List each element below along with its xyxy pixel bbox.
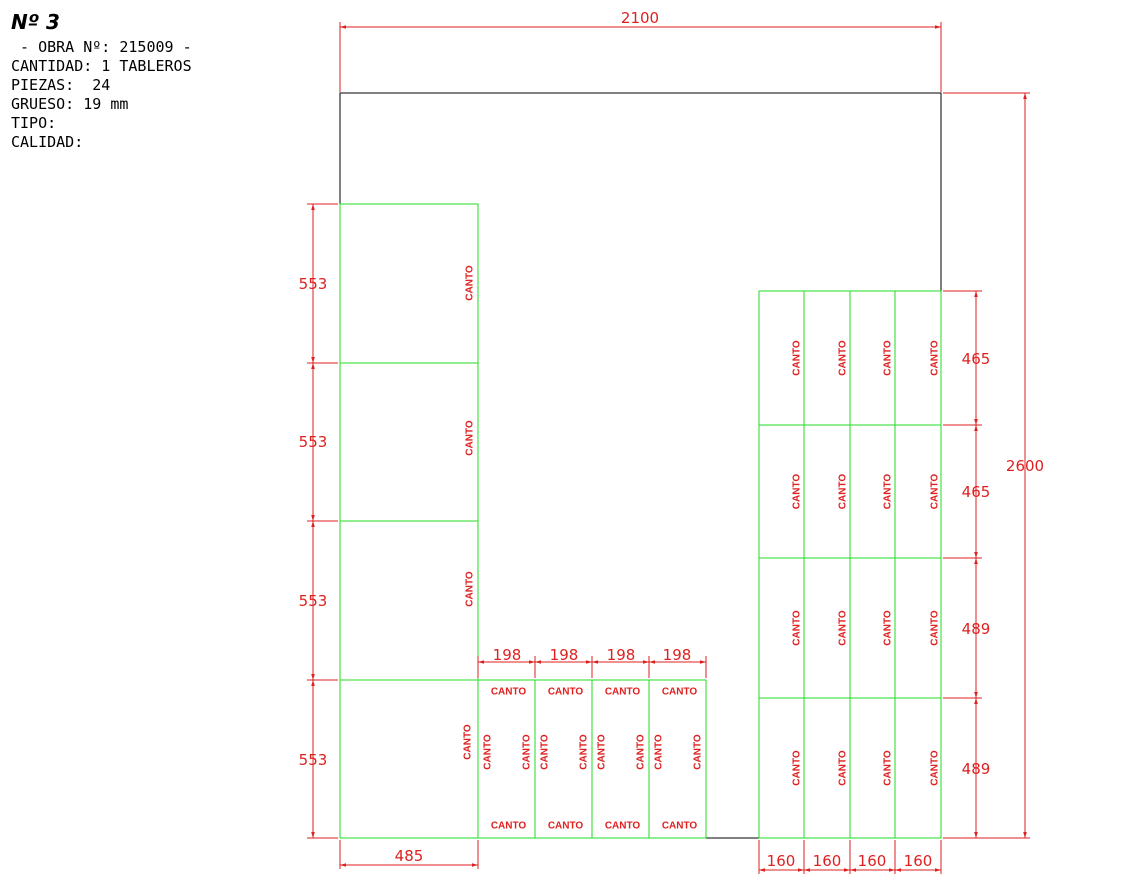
canto-small-left-3: CANTO [597, 734, 608, 770]
canto-small-left-4: CANTO [654, 734, 665, 770]
dim-board-width: 2100 [621, 9, 659, 27]
canto-small-bottom-4: CANTO [662, 821, 698, 832]
canto-right-r3-c2: CANTO [838, 610, 849, 646]
piece-left-1 [339, 203, 479, 364]
dimension-texts-layer: 2100 2600 553 553 553 553 485 198 198 19… [299, 9, 1044, 870]
canto-right-r4-c4: CANTO [930, 750, 941, 786]
canto-small-bottom-1: CANTO [491, 821, 527, 832]
dim-small-col-3: 198 [607, 646, 636, 664]
dim-right-row-2: 465 [962, 483, 991, 501]
canto-right-r2-c2: CANTO [838, 474, 849, 510]
canto-right-r4-c1: CANTO [792, 750, 803, 786]
canto-right-r2-c1: CANTO [792, 474, 803, 510]
dim-right-col-1: 160 [767, 852, 796, 870]
canto-small-top-2: CANTO [548, 687, 584, 698]
canto-right-r2-c3: CANTO [883, 474, 894, 510]
canto-right-r1-c2: CANTO [838, 340, 849, 376]
header-line-obra: - OBRA Nº: 215009 - [11, 38, 192, 56]
canto-right-r1-c1: CANTO [792, 340, 803, 376]
canto-small-right-2: CANTO [579, 734, 590, 770]
canto-left-4: CANTO [463, 724, 474, 760]
dim-small-col-4: 198 [663, 646, 692, 664]
canto-small-top-1: CANTO [491, 687, 527, 698]
dim-right-row-4: 489 [962, 760, 991, 778]
pieces-layer [339, 203, 942, 839]
canto-small-top-4: CANTO [662, 687, 698, 698]
canto-right-r4-c2: CANTO [838, 750, 849, 786]
canto-small-right-1: CANTO [522, 734, 533, 770]
canto-small-right-3: CANTO [636, 734, 647, 770]
dimensions-layer [307, 22, 1030, 874]
dim-right-col-2: 160 [813, 852, 842, 870]
canto-left-1: CANTO [465, 265, 476, 301]
dim-right-row-1: 465 [962, 350, 991, 368]
canto-right-r4-c3: CANTO [883, 750, 894, 786]
canto-small-left-1: CANTO [483, 734, 494, 770]
canto-right-r1-c4: CANTO [930, 340, 941, 376]
piece-small-4 [648, 679, 707, 839]
dim-small-col-2: 198 [550, 646, 579, 664]
canto-small-left-2: CANTO [540, 734, 551, 770]
dim-right-col-3: 160 [858, 852, 887, 870]
canto-small-bottom-3: CANTO [605, 821, 641, 832]
canto-labels-layer: CANTO CANTO CANTO CANTO CANTO CANTO CANTO CANTO… [463, 265, 941, 832]
header-line-tipo: TIPO: [11, 114, 57, 132]
board-outline [339, 92, 942, 839]
header-line-grueso: GRUESO: 19 mm [11, 95, 129, 113]
dim-board-height: 2600 [1006, 457, 1044, 475]
sheet-title: Nº 3 [11, 10, 60, 34]
canto-right-r3-c3: CANTO [883, 610, 894, 646]
piece-right-r4-c4 [894, 697, 942, 839]
dim-right-row-3: 489 [962, 620, 991, 638]
canto-right-r3-c1: CANTO [792, 610, 803, 646]
dim-right-col-4: 160 [904, 852, 933, 870]
canto-small-top-3: CANTO [605, 687, 641, 698]
canto-right-r3-c4: CANTO [930, 610, 941, 646]
piece-left-2 [339, 362, 479, 522]
dim-left-row-1: 553 [299, 275, 328, 293]
canto-left-2: CANTO [465, 420, 476, 456]
canto-right-r1-c3: CANTO [883, 340, 894, 376]
canto-right-r2-c4: CANTO [930, 474, 941, 510]
canto-small-bottom-2: CANTO [548, 821, 584, 832]
dim-left-row-4: 553 [299, 751, 328, 769]
dim-left-row-2: 553 [299, 433, 328, 451]
canto-small-right-4: CANTO [693, 734, 704, 770]
dim-left-width: 485 [395, 847, 424, 865]
header-line-calidad: CALIDAD: [11, 133, 84, 151]
piece-left-4 [339, 679, 479, 839]
header-block: Nº 3 - OBRA Nº: 215009 - CANTIDAD: 1 TAB… [11, 10, 241, 152]
header-line-cantidad: CANTIDAD: 1 TABLEROS [11, 57, 192, 75]
dim-small-col-1: 198 [493, 646, 522, 664]
canto-left-3: CANTO [465, 571, 476, 607]
dim-left-row-3: 553 [299, 592, 328, 610]
header-line-piezas: PIEZAS: 24 [11, 76, 111, 94]
piece-left-3 [339, 520, 479, 681]
